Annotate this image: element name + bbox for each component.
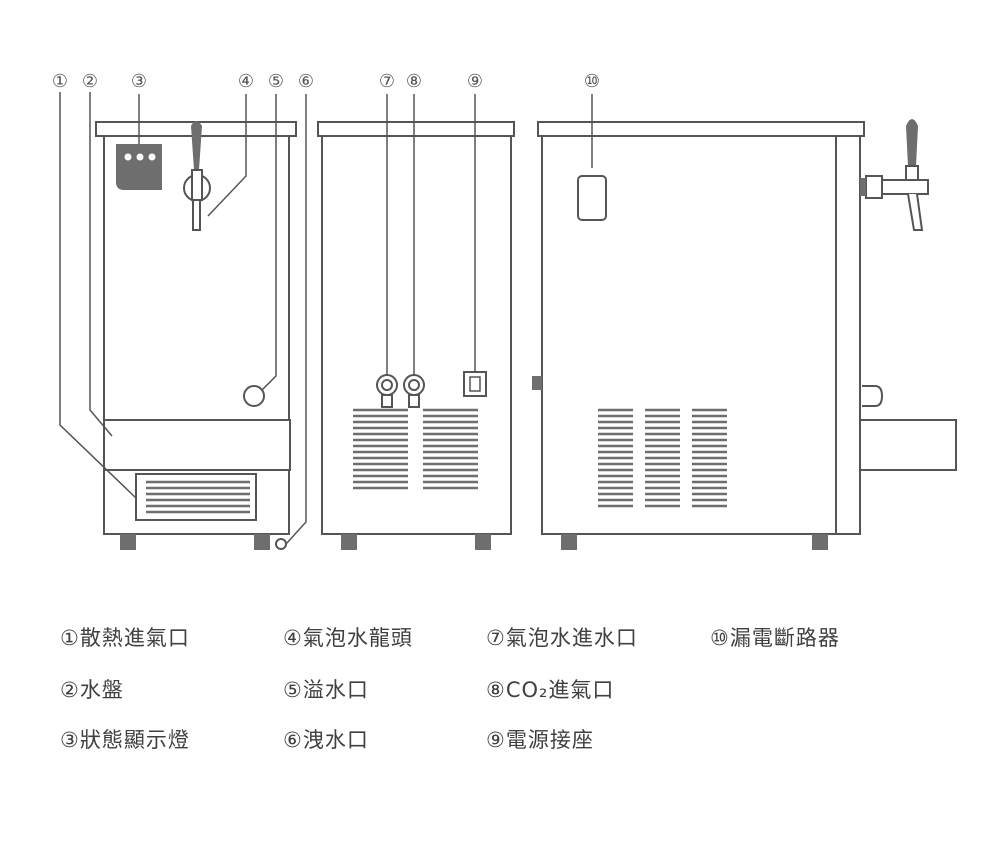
legend-item-8: ⑧CO₂進氣口: [486, 678, 615, 702]
water-inlet-stem: [381, 394, 393, 408]
side-foot-left: [561, 534, 577, 550]
marker-5: ⑤: [268, 71, 284, 92]
legend-item-5: ⑤溢水口: [283, 678, 369, 702]
side-fitting: [532, 376, 542, 390]
front-tap-handle: [191, 121, 202, 170]
side-tap-handle: [906, 119, 918, 166]
legend-item-6: ⑥洩水口: [283, 728, 369, 752]
back-leader-lines: [386, 94, 476, 375]
co2-inlet-core: [408, 379, 420, 391]
power-socket-inner: [469, 376, 481, 392]
front-view: [59, 92, 307, 550]
legend-item-4: ④氣泡水龍頭: [283, 626, 413, 650]
water-inlet-core: [381, 379, 393, 391]
legend-item-2: ②水盤: [60, 678, 124, 702]
status-light-2: [136, 153, 144, 161]
leakage-breaker: [577, 175, 607, 221]
status-light-panel: [116, 144, 162, 190]
front-leader-lines: [59, 92, 307, 545]
marker-1: ①: [52, 71, 68, 92]
marker-labels: ① ② ③ ④ ⑤ ⑥ ⑦ ⑧ ⑨ ⑩: [52, 71, 600, 92]
back-body: [321, 135, 512, 535]
side-tap-connector: [865, 175, 883, 199]
marker-9: ⑨: [467, 71, 483, 92]
side-foot-right: [812, 534, 828, 550]
status-light-3: [148, 153, 156, 161]
marker-2: ②: [82, 71, 98, 92]
side-vent-slats: [598, 408, 727, 508]
marker-6: ⑥: [298, 71, 314, 92]
side-tap-shank: [881, 179, 929, 195]
co2-inlet-stem: [408, 394, 420, 408]
back-foot-left: [341, 534, 357, 550]
status-light-1: [124, 153, 132, 161]
side-drip-tray: [859, 419, 957, 471]
legend-item-7: ⑦氣泡水進水口: [486, 626, 638, 650]
front-foot-right: [254, 534, 270, 550]
side-view: [532, 94, 957, 550]
side-drip-tray-knob: [862, 385, 884, 407]
marker-3: ③: [131, 71, 147, 92]
overflow-port: [243, 385, 265, 407]
back-top-cap: [317, 121, 515, 137]
back-vent-slats: [353, 408, 478, 490]
side-tap-spout: [907, 193, 924, 231]
front-tap-body: [191, 169, 203, 201]
marker-7: ⑦: [379, 71, 395, 92]
side-top-cap: [537, 121, 865, 137]
drip-tray: [103, 419, 291, 471]
legend-item-9: ⑨電源接座: [486, 728, 594, 752]
side-tap-collar: [860, 178, 866, 196]
front-foot-left: [120, 534, 136, 550]
marker-8: ⑧: [406, 71, 422, 92]
legend-item-3: ③狀態顯示燈: [60, 728, 190, 752]
front-vent-slats: [146, 480, 250, 514]
back-foot-right: [475, 534, 491, 550]
front-tap-spout: [192, 199, 201, 231]
drain-port: [275, 538, 287, 550]
back-view: [317, 94, 515, 550]
marker-4: ④: [238, 71, 254, 92]
legend-item-1: ①散熱進氣口: [60, 626, 190, 650]
marker-10: ⑩: [584, 71, 600, 92]
legend-item-10: ⑩漏電斷路器: [710, 626, 840, 650]
